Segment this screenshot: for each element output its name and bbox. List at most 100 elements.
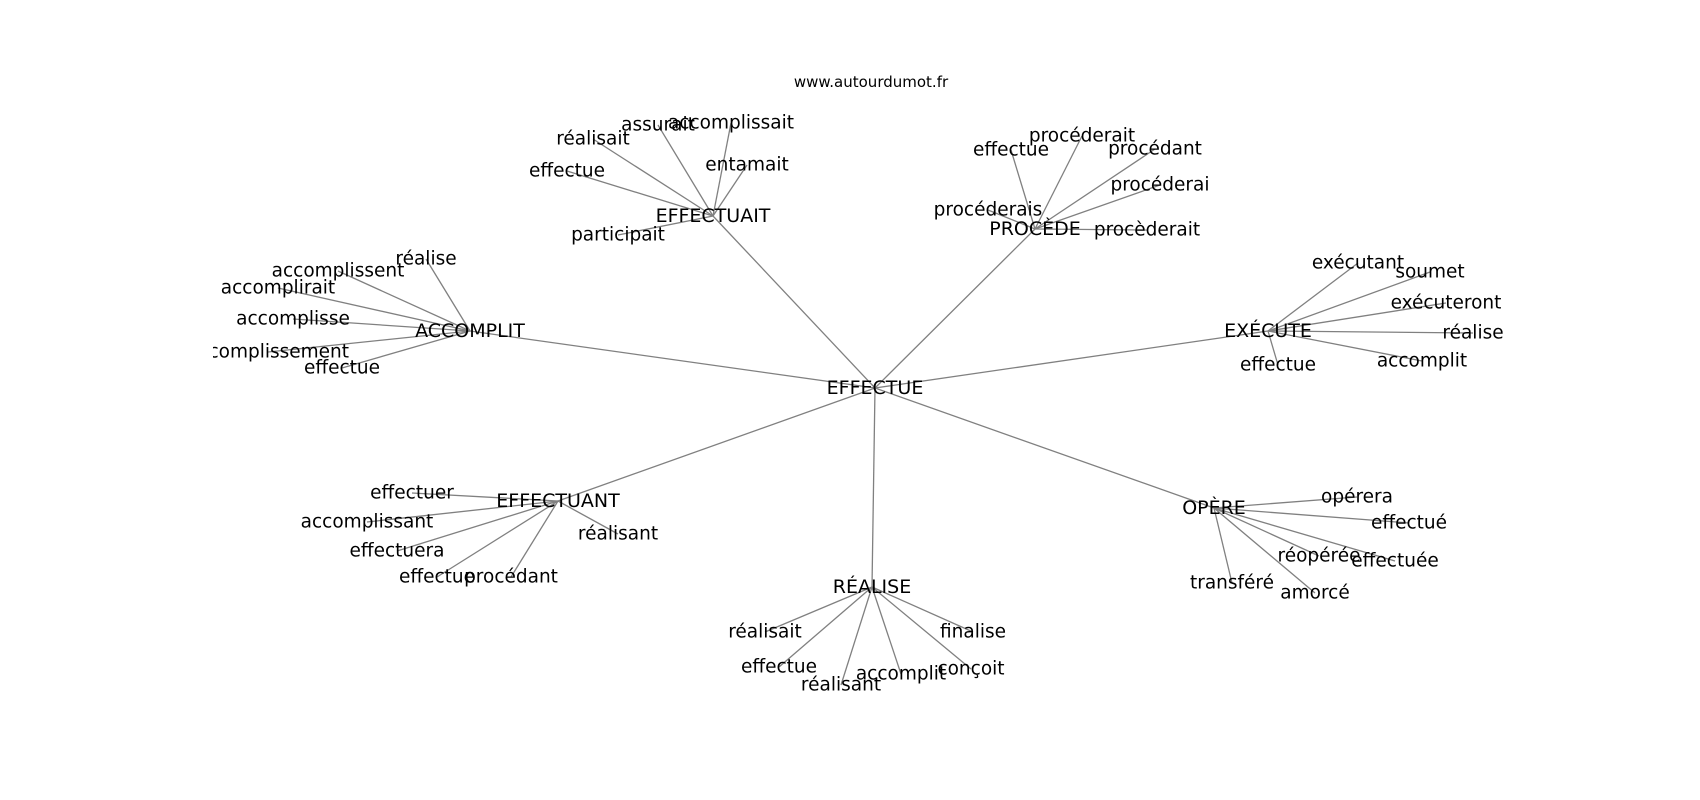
edge-procede-procederait <box>1034 228 1148 231</box>
hub-word-effectuant[interactable]: EFFECTUANT <box>496 490 620 512</box>
edge-center-realise <box>871 387 876 588</box>
leaf-word-realise-accomplit[interactable]: accomplit <box>856 664 946 685</box>
edge-center-effectuait <box>712 215 876 389</box>
leaf-word-effectuait-participait[interactable]: participait <box>571 225 665 246</box>
leaf-word-execute-effectue[interactable]: effectue <box>1240 355 1316 376</box>
edge-procede-procederai <box>1034 184 1161 230</box>
leaf-word-accomplit-effectue[interactable]: effectue <box>304 358 380 379</box>
leaf-word-effectuait-effectue[interactable]: effectue <box>529 161 605 182</box>
edge-opere-effectue <box>1213 507 1410 524</box>
edge-accomplit-effectue <box>341 330 471 369</box>
leaf-word-accomplit-accomplirait[interactable]: accomplirait <box>221 278 335 299</box>
leaf-word-realise-realisait[interactable]: réalisait <box>728 622 802 643</box>
leaf-word-effectuait-entamait[interactable]: entamait <box>705 155 788 176</box>
edge-effectuait-entamait <box>712 164 748 217</box>
edge-accomplit-accomplissement <box>267 330 471 353</box>
edge-center-effectuant <box>557 387 876 502</box>
leaf-word-execute-accomplit[interactable]: accomplit <box>1377 351 1467 372</box>
edge-realise-realisait <box>764 586 873 633</box>
leaf-word-opere-operera[interactable]: opérera <box>1321 487 1393 508</box>
edge-accomplit-realise <box>425 258 471 332</box>
graph-edges <box>267 122 1474 686</box>
edge-opere-reoperee <box>1213 507 1320 557</box>
leaf-word-accomplit-accomplissent[interactable]: accomplissent <box>272 261 405 282</box>
leaf-word-effectuait-accomplissait[interactable]: accomplissait <box>668 113 794 134</box>
center-word[interactable]: EFFECTUE <box>827 377 924 399</box>
leaf-word-procede-procederait[interactable]: procéderait <box>1029 126 1135 147</box>
edge-execute-realise <box>1267 330 1474 334</box>
hub-word-realise[interactable]: RÉALISE <box>833 575 911 598</box>
edge-procede-procederait <box>1034 135 1083 230</box>
edge-accomplit-accomplisse <box>292 318 471 332</box>
leaf-word-effectuait-assurait[interactable]: assurait <box>621 115 695 136</box>
hub-word-execute[interactable]: EXÉCUTE <box>1224 319 1312 342</box>
edge-center-procede <box>874 228 1036 389</box>
edge-center-opere <box>874 387 1215 509</box>
edge-realise-finalise <box>871 586 974 633</box>
edge-effectuait-participait <box>617 215 714 236</box>
leaf-word-opere-effectue[interactable]: effectué <box>1371 513 1447 534</box>
edge-execute-executeront <box>1267 302 1447 332</box>
edge-effectuant-realisant <box>557 500 619 535</box>
edge-effectuait-effectue <box>566 170 714 217</box>
leaf-word-realise-effectue[interactable]: effectue <box>741 657 817 678</box>
leaf-word-effectuant-realisant[interactable]: réalisant <box>578 524 658 545</box>
leaf-word-effectuant-effectuera[interactable]: effectuera <box>350 541 445 562</box>
edge-effectuant-procedant <box>510 500 559 578</box>
leaf-word-opere-transfere[interactable]: transféré <box>1190 573 1274 594</box>
leaf-word-effectuant-effectue[interactable]: effectue <box>399 567 475 588</box>
edge-realise-accomplit <box>871 586 902 675</box>
edge-opere-amorce <box>1213 507 1316 594</box>
leaf-word-accomplit-realise[interactable]: réalise <box>395 249 456 270</box>
leaf-word-effectuant-procedant[interactable]: procédant <box>464 567 558 588</box>
leaf-word-realise-concoit[interactable]: conçoit <box>937 659 1004 680</box>
edge-execute-accomplit <box>1267 330 1423 362</box>
edge-execute-executant <box>1267 262 1359 332</box>
edge-procede-procedant <box>1034 148 1156 230</box>
leaf-word-accomplit-accomplissement[interactable]: accomplissement <box>187 342 349 363</box>
leaf-word-procede-procederais[interactable]: procéderais <box>934 200 1043 221</box>
edge-execute-soumet <box>1267 271 1431 332</box>
edge-execute-effectue <box>1267 330 1279 366</box>
edge-opere-operera <box>1213 496 1358 509</box>
leaf-word-execute-realise[interactable]: réalise <box>1442 323 1503 344</box>
source-url: www.autourdumot.fr <box>794 73 949 91</box>
hub-word-effectuait[interactable]: EFFECTUAIT <box>656 205 771 227</box>
edge-effectuant-effectuera <box>396 500 559 552</box>
leaf-word-opere-reoperee[interactable]: réopérée <box>1278 546 1361 567</box>
leaf-word-execute-executeront[interactable]: exécuteront <box>1391 293 1502 314</box>
leaf-word-effectuait-realisait[interactable]: réalisait <box>556 129 630 150</box>
edge-effectuant-effectuer <box>411 492 559 502</box>
leaf-word-effectuant-accomplissant[interactable]: accomplissant <box>301 512 434 533</box>
leaf-word-realise-finalise[interactable]: finalise <box>940 622 1006 643</box>
edge-effectuant-accomplissant <box>366 500 559 523</box>
leaf-word-opere-effectuee[interactable]: effectuée <box>1351 551 1438 572</box>
leaf-word-realise-realisant[interactable]: réalisant <box>801 675 881 696</box>
edge-realise-effectue <box>778 586 873 668</box>
leaf-word-opere-amorce[interactable]: amorcé <box>1280 583 1349 604</box>
edge-opere-transfere <box>1213 507 1233 584</box>
edge-accomplit-accomplissent <box>337 270 471 332</box>
edge-effectuait-realisait <box>592 138 714 217</box>
edge-opere-effectuee <box>1213 507 1396 562</box>
edge-effectuait-accomplissait <box>712 122 732 217</box>
leaf-word-execute-executant[interactable]: exécutant <box>1312 253 1404 274</box>
leaf-word-procede-procederai[interactable]: procéderai <box>1110 175 1209 196</box>
edge-center-accomplit <box>469 330 876 389</box>
leaf-word-procede-procederait[interactable]: procèderait <box>1094 220 1200 241</box>
hub-word-procede[interactable]: PROCÈDE <box>989 217 1081 240</box>
leaf-word-procede-procedant[interactable]: procédant <box>1108 139 1202 160</box>
hub-word-opere[interactable]: OPÈRE <box>1182 496 1246 519</box>
leaf-word-accomplit-accomplisse[interactable]: accomplisse <box>236 309 350 330</box>
edge-procede-effectue <box>1010 149 1036 230</box>
leaf-word-effectuant-effectuer[interactable]: effectuer <box>370 483 454 504</box>
edge-effectuait-assurait <box>657 124 714 217</box>
hub-word-accomplit[interactable]: ACCOMPLIT <box>415 320 525 342</box>
leaf-word-procede-effectue[interactable]: effectue <box>973 140 1049 161</box>
edge-realise-concoit <box>871 586 972 670</box>
edge-realise-realisant <box>840 586 873 686</box>
edge-accomplit-accomplirait <box>277 287 471 332</box>
leaf-word-execute-soumet[interactable]: soumet <box>1395 262 1464 283</box>
